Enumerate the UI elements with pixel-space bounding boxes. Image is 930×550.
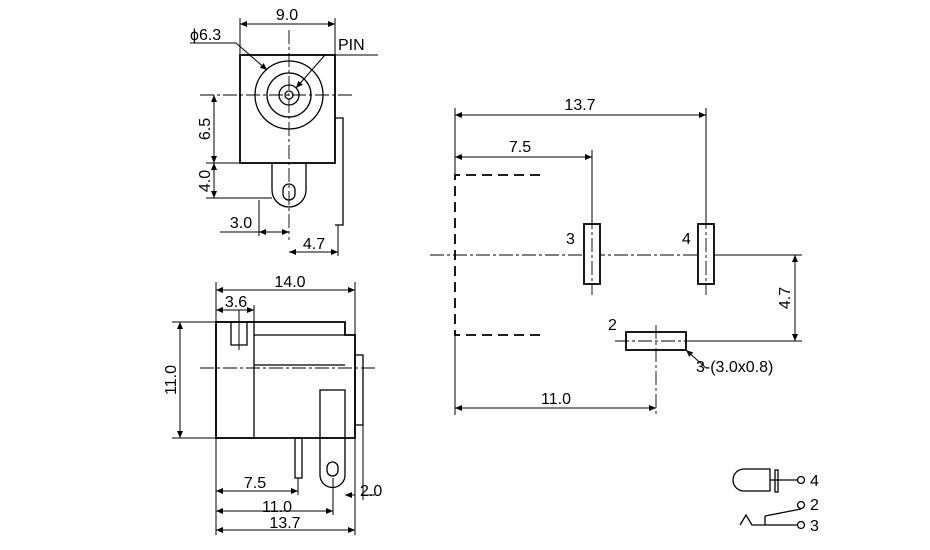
- pcb-layout: 3 4 2 13.7 7.5 4.7 3-(3.0x0.8) 11.0: [430, 97, 802, 415]
- dim-w2: 4.7: [303, 236, 325, 253]
- dim-segment: 3.6: [225, 294, 247, 311]
- dim-d3: 13.7: [269, 515, 300, 532]
- pin-label: PIN: [338, 37, 365, 54]
- front-pin-lead: [271, 163, 307, 208]
- dim-diameter: ϕ6.3: [190, 27, 221, 44]
- dim-height-1: 6.5: [197, 118, 214, 140]
- pad-4-label: 4: [682, 231, 691, 248]
- dim-length: 14.0: [274, 274, 305, 291]
- plug-symbol: [732, 468, 771, 492]
- terminal-3: [796, 520, 806, 530]
- terminal-2: [796, 500, 806, 510]
- spring-contact: [739, 513, 797, 526]
- schematic-pin-4: 4: [810, 473, 819, 490]
- schematic-pin-2: 2: [810, 497, 819, 514]
- dim-d4: 2.0: [360, 483, 382, 500]
- side-body: [215, 321, 356, 439]
- dim-height: 11.0: [163, 365, 180, 395]
- schematic-pin-3: 3: [810, 518, 819, 535]
- pad-2-label: 2: [608, 317, 617, 334]
- dim-height-2: 4.0: [197, 170, 214, 192]
- pcb-dim-bottom: 11.0: [541, 391, 571, 408]
- front-side-tab: [335, 117, 344, 226]
- pcb-dim-half: 7.5: [509, 139, 531, 156]
- pad-3-label: 3: [566, 231, 575, 248]
- front-body: [239, 54, 336, 164]
- front-view: 9.0 ϕ6.3 PIN 6.5 4.0 3.0 4.7: [190, 7, 378, 256]
- terminal-4: [796, 475, 806, 485]
- schematic-symbol: 4 2 3: [732, 468, 819, 535]
- pcb-dim-offset: 4.7: [777, 287, 794, 309]
- dim-d2: 11.0: [262, 499, 292, 516]
- pcb-dim-width: 13.7: [564, 97, 595, 114]
- dim-d1: 7.5: [244, 475, 266, 492]
- dim-width: 9.0: [276, 7, 298, 24]
- pad-size-note: 3-(3.0x0.8): [696, 359, 773, 376]
- dim-w1: 3.0: [230, 215, 252, 232]
- side-view: 14.0 3.6 11.0 7.5 11.0 13.7 2.0: [163, 274, 382, 535]
